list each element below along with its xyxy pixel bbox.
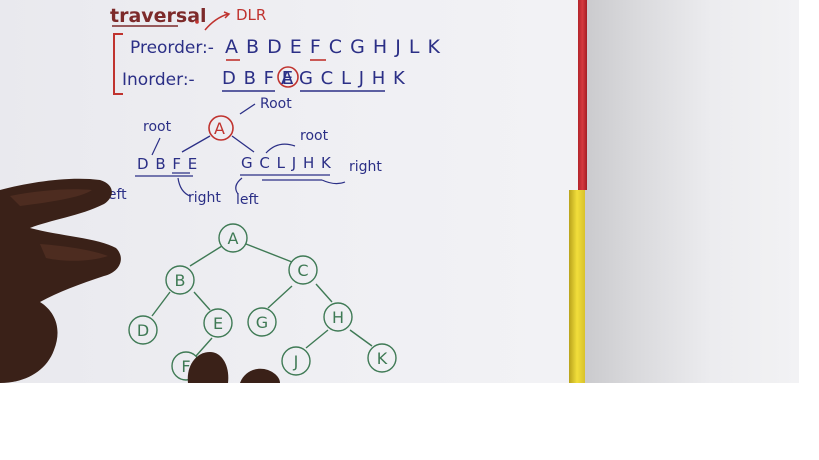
tree-node-g-circle bbox=[247, 307, 277, 337]
edge-h-j bbox=[305, 329, 329, 349]
inorder-right-part: G C L J H K bbox=[299, 68, 406, 89]
inorder-root-circle bbox=[277, 66, 299, 88]
derivation-right-branch bbox=[231, 135, 255, 153]
tree-node-d: D bbox=[137, 321, 149, 340]
sub-right-sequence: G C L J H K bbox=[241, 154, 332, 172]
sequence-bracket bbox=[113, 33, 123, 95]
tree-node-b: B bbox=[175, 271, 186, 290]
edge-b-e bbox=[193, 291, 211, 311]
dlr-arrow bbox=[204, 13, 229, 31]
tree-node-j: J bbox=[293, 352, 299, 371]
tree-node-g: G bbox=[256, 313, 268, 332]
tree-node-a: A bbox=[228, 229, 239, 248]
heading-traversal: traversal bbox=[110, 5, 207, 27]
presenter-hand bbox=[0, 178, 280, 383]
edge-a-b bbox=[189, 245, 223, 267]
left-label-2: left bbox=[236, 192, 259, 208]
tree-node-a-circle bbox=[218, 223, 248, 253]
tree-node-c-circle bbox=[288, 255, 318, 285]
tree-edges bbox=[151, 243, 373, 357]
tree-node-e: E bbox=[213, 314, 223, 333]
right-label-1: right bbox=[188, 190, 221, 206]
tree-nodes: A B C D E G H F J K bbox=[128, 223, 397, 381]
tree-node-c: C bbox=[297, 261, 308, 280]
tree-node-b-circle bbox=[165, 265, 195, 295]
tree-node-j-circle bbox=[281, 346, 311, 376]
edge-h-k bbox=[349, 329, 373, 347]
tree-node-e-circle bbox=[203, 308, 233, 338]
edge-b-d bbox=[151, 291, 171, 317]
sub-left-sequence: D B F E bbox=[137, 155, 198, 173]
tree-node-h-circle bbox=[323, 302, 353, 332]
root-main-label: Root bbox=[260, 96, 292, 112]
video-frame: traversal DLR Preorder:- A B D E F C G H… bbox=[0, 0, 799, 383]
derivation-root-circle bbox=[208, 115, 234, 141]
edge-c-g bbox=[267, 285, 293, 309]
book-spine-red bbox=[578, 0, 587, 190]
tree-node-d-circle bbox=[128, 315, 158, 345]
background-wall bbox=[580, 0, 799, 383]
tree-node-h: H bbox=[332, 308, 344, 327]
tree-node-k-circle bbox=[367, 343, 397, 373]
right-label-2: right bbox=[349, 159, 382, 175]
tree-node-f: F bbox=[181, 357, 190, 376]
edge-c-h bbox=[315, 283, 333, 303]
derivation-root-letter: A bbox=[214, 119, 225, 138]
preorder-label: Preorder:- bbox=[130, 38, 214, 58]
heading-dot bbox=[195, 20, 199, 24]
preorder-sequence: A B D E F C G H J L K bbox=[225, 36, 441, 58]
inorder-root: A bbox=[281, 68, 294, 89]
notebook-page: traversal DLR Preorder:- A B D E F C G H… bbox=[0, 5, 441, 383]
derivation-left-branch bbox=[181, 135, 211, 153]
root-right-label: root bbox=[300, 128, 329, 144]
edge-a-c bbox=[245, 243, 293, 263]
book-spine-yellow bbox=[569, 190, 585, 383]
inorder-left-part: D B F E bbox=[222, 68, 294, 89]
root-left-label: root bbox=[143, 119, 172, 135]
inorder-label: Inorder:- bbox=[122, 70, 195, 90]
dlr-label: DLR bbox=[236, 6, 266, 24]
root-main-arrow bbox=[239, 103, 256, 115]
edge-e-f bbox=[195, 337, 213, 357]
tree-node-k: K bbox=[377, 349, 388, 368]
